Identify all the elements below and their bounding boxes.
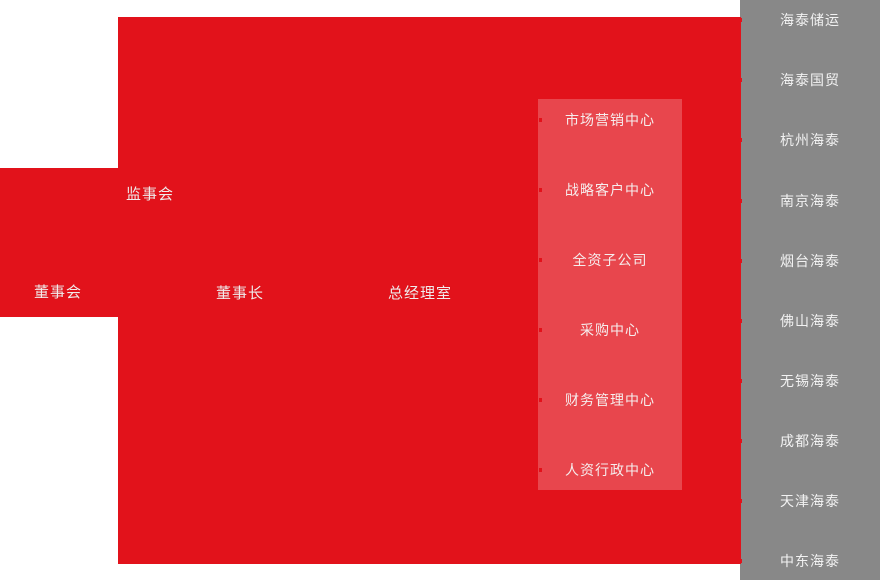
bullet-icon	[539, 188, 542, 192]
department-item[interactable]: 财务管理中心	[538, 390, 682, 410]
subsidiary-item[interactable]: 中东海泰	[739, 551, 880, 571]
subsidiary-item-label: 佛山海泰	[780, 313, 840, 329]
department-list: 市场营销中心战略客户中心全资子公司采购中心财务管理中心人资行政中心	[538, 99, 682, 490]
node-general-manager-office[interactable]: 总经理室	[387, 285, 453, 302]
subsidiary-item[interactable]: 海泰国贸	[739, 70, 880, 90]
bullet-icon	[739, 78, 742, 82]
bullet-icon	[539, 328, 542, 332]
subsidiary-item-label: 海泰国贸	[780, 72, 840, 88]
subsidiary-item[interactable]: 佛山海泰	[739, 311, 880, 331]
subsidiary-item-label: 海泰储运	[780, 12, 840, 28]
department-item-label: 全资子公司	[572, 252, 648, 268]
department-item[interactable]: 人资行政中心	[538, 460, 682, 480]
subsidiary-item[interactable]: 海泰储运	[739, 10, 880, 30]
subsidiary-item[interactable]: 烟台海泰	[739, 251, 880, 271]
bullet-icon	[539, 468, 542, 472]
subsidiary-item[interactable]: 杭州海泰	[739, 130, 880, 150]
bullet-icon	[539, 118, 542, 122]
subsidiary-item-label: 烟台海泰	[780, 253, 840, 269]
bullet-icon	[739, 439, 742, 443]
node-chairman[interactable]: 董事长	[215, 285, 265, 302]
subsidiary-item-label: 成都海泰	[780, 433, 840, 449]
node-supervisory-board[interactable]: 监事会	[125, 186, 175, 203]
subsidiary-item-label: 杭州海泰	[780, 132, 840, 148]
subsidiary-item[interactable]: 无锡海泰	[739, 371, 880, 391]
subsidiary-item-label: 南京海泰	[780, 193, 840, 209]
sidebar-accent-strip	[738, 17, 741, 564]
department-item[interactable]: 全资子公司	[538, 250, 682, 270]
bullet-icon	[739, 499, 742, 503]
node-board-of-directors[interactable]: 董事会	[33, 284, 83, 301]
department-panel	[538, 99, 682, 490]
bullet-icon	[739, 18, 742, 22]
subsidiary-item[interactable]: 成都海泰	[739, 431, 880, 451]
subsidiary-item[interactable]: 南京海泰	[739, 191, 880, 211]
bullet-icon	[739, 319, 742, 323]
bullet-icon	[539, 398, 542, 402]
department-item[interactable]: 战略客户中心	[538, 180, 682, 200]
department-item-label: 市场营销中心	[565, 112, 655, 128]
bullet-icon	[739, 138, 742, 142]
subsidiary-item-label: 中东海泰	[780, 553, 840, 569]
bullet-icon	[739, 199, 742, 203]
subsidiary-item-label: 无锡海泰	[780, 373, 840, 389]
bullet-icon	[539, 258, 542, 262]
subsidiary-item[interactable]: 天津海泰	[739, 491, 880, 511]
bullet-icon	[739, 559, 742, 563]
bullet-icon	[739, 259, 742, 263]
subsidiary-sidebar	[740, 0, 880, 580]
bullet-icon	[739, 379, 742, 383]
main-red-panel	[118, 17, 740, 564]
department-item-label: 财务管理中心	[565, 392, 655, 408]
subsidiary-list: 海泰储运海泰国贸杭州海泰南京海泰烟台海泰佛山海泰无锡海泰成都海泰天津海泰中东海泰	[739, 0, 880, 580]
board-red-block	[0, 168, 118, 317]
department-item[interactable]: 采购中心	[538, 320, 682, 340]
subsidiary-item-label: 天津海泰	[780, 493, 840, 509]
department-item-label: 人资行政中心	[565, 462, 655, 478]
department-item[interactable]: 市场营销中心	[538, 110, 682, 130]
department-item-label: 战略客户中心	[565, 182, 655, 198]
department-item-label: 采购中心	[580, 322, 640, 338]
